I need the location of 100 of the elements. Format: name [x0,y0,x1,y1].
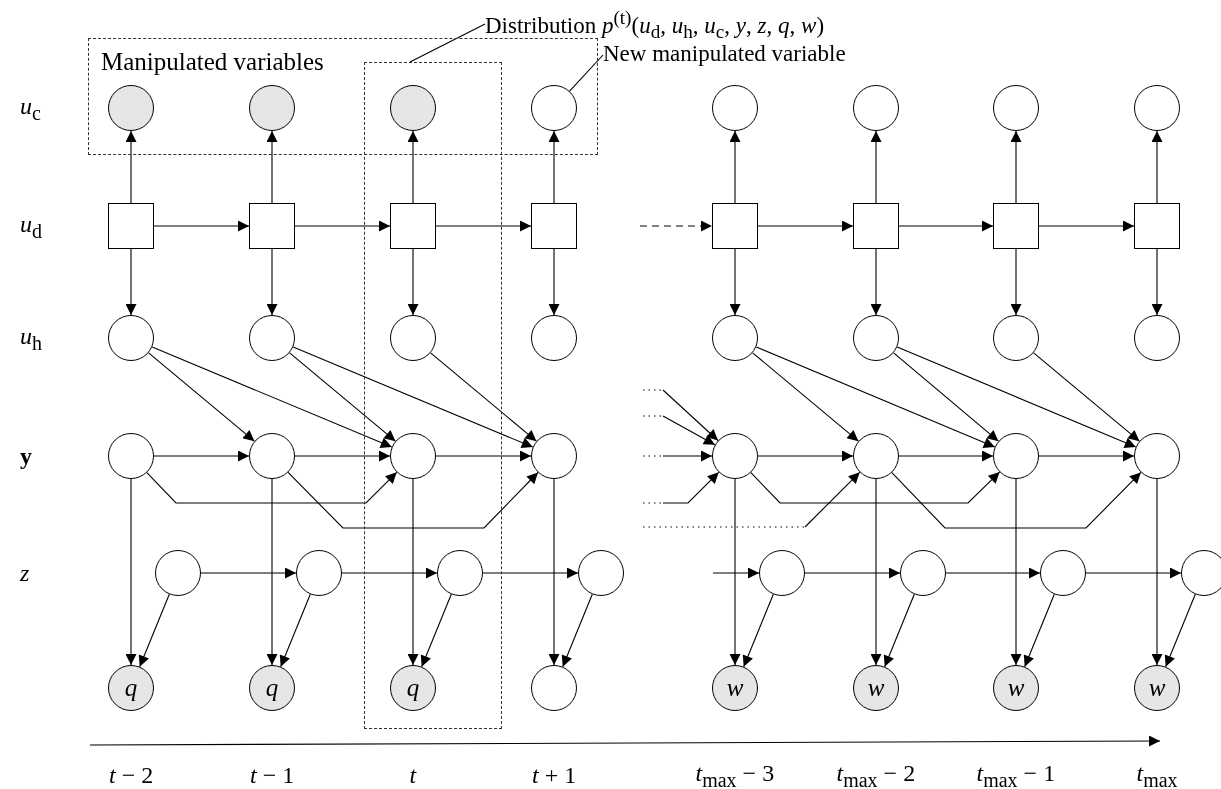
arrow [430,352,537,442]
arrow [482,567,579,579]
arrow [548,478,560,666]
row-label: z [20,561,30,585]
arrow [870,130,882,204]
time-label: t$_{max}$ [1136,760,1178,789]
arrow [757,450,854,462]
arrow [266,478,278,666]
leader-line [569,54,604,92]
arrow [1164,593,1196,668]
arrow [125,130,137,204]
variable-circle [531,433,577,479]
arrow [893,352,999,442]
arrow [729,478,741,666]
variable-circle [993,433,1039,479]
observation-circle: w [853,665,899,711]
variable-circle [1134,433,1180,479]
arrow [294,220,391,232]
variable-circle [390,433,436,479]
leader-line [409,23,486,63]
arrow [662,389,719,442]
variable-circle [1181,550,1221,596]
variable-circle [249,433,295,479]
observation-circle: q [108,665,154,711]
decision-square [249,203,295,249]
decision-square [1134,203,1180,249]
arrow [742,593,774,668]
time-label: t$_{max}$ − 3 [695,760,775,789]
variable-circle [108,315,154,361]
arrow [1151,130,1163,204]
arrow [407,130,419,204]
arrow [898,450,994,462]
arrow [755,346,996,448]
arrow [883,593,915,668]
row-label: u$_{d}$ [20,211,42,241]
observed-circle [108,85,154,131]
arrow [407,248,419,316]
variable-circle [296,550,342,596]
arrow [289,352,396,442]
variable-circle [249,315,295,361]
arrow [266,248,278,316]
group-title: Manipulated variables [101,49,324,74]
time-label: t$_{max}$ − 1 [976,760,1056,789]
variable-circle [993,315,1039,361]
row-label: u$_{h}$ [20,323,42,353]
variable-circle [390,315,436,361]
variable-circle [853,433,899,479]
arrow [1033,352,1140,442]
variable-circle [1040,550,1086,596]
annotation-label: Distribution p$^{(t)}$(u$_{d}$, u$_{h}$, u$_{c}$, y, z, q, w) [485,8,825,42]
arrow [148,352,255,442]
variable-circle [437,550,483,596]
arrow [896,346,1137,448]
arrow [153,220,250,232]
arrow [294,450,391,462]
arrow [1010,478,1022,666]
variable-circle [712,315,758,361]
time-label: t + 1 [532,763,577,787]
variable-circle [759,550,805,596]
variable-circle [155,550,201,596]
variable-circle [712,433,758,479]
row-label: y [20,444,32,468]
decision-square [531,203,577,249]
decision-square [108,203,154,249]
arrow [266,130,278,204]
arrow [1023,593,1055,668]
arrow [729,248,741,316]
arrow [639,220,713,232]
variable-circle [853,85,899,131]
observation-circle: q [249,665,295,711]
row-label: u$_{c}$ [20,93,41,123]
arrow [804,471,861,528]
arrow [125,248,137,316]
arrow [146,471,398,504]
decision-square [390,203,436,249]
variable-circle [531,85,577,131]
observation-circle: w [712,665,758,711]
arrow [1151,478,1163,666]
arrow [1085,567,1182,579]
arrow [200,567,297,579]
decision-square [853,203,899,249]
time-label: t − 1 [250,763,295,787]
time-label: t$_{max}$ − 2 [836,760,916,789]
arrow [662,471,720,504]
observation-circle: w [993,665,1039,711]
arrow [662,450,713,462]
variable-circle [900,550,946,596]
decision-square [993,203,1039,249]
arrow [662,415,716,446]
variable-circle [108,433,154,479]
time-label: t − 2 [109,763,154,787]
arrow [898,220,994,232]
variable-circle [1134,85,1180,131]
arrow [1038,220,1135,232]
arrow [548,130,560,204]
arrow [945,567,1041,579]
arrow [138,593,170,668]
arrow [153,450,250,462]
arrow [125,478,137,666]
variable-circle [853,315,899,361]
